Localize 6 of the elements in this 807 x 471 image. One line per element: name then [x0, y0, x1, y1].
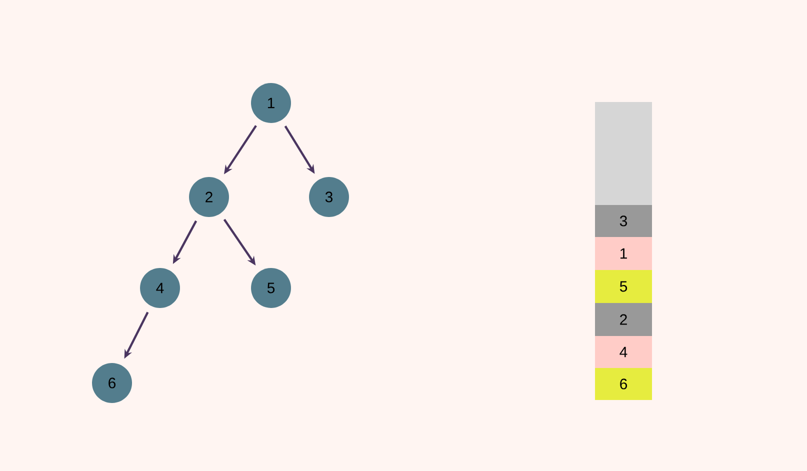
stack-cell: 5 [595, 270, 652, 303]
stack-cell: 6 [595, 368, 652, 400]
stack-cell: 4 [595, 336, 652, 368]
stack-cell: 2 [595, 303, 652, 336]
stack-cell: 1 [595, 236, 652, 270]
stack-cell: 3 [595, 205, 652, 237]
